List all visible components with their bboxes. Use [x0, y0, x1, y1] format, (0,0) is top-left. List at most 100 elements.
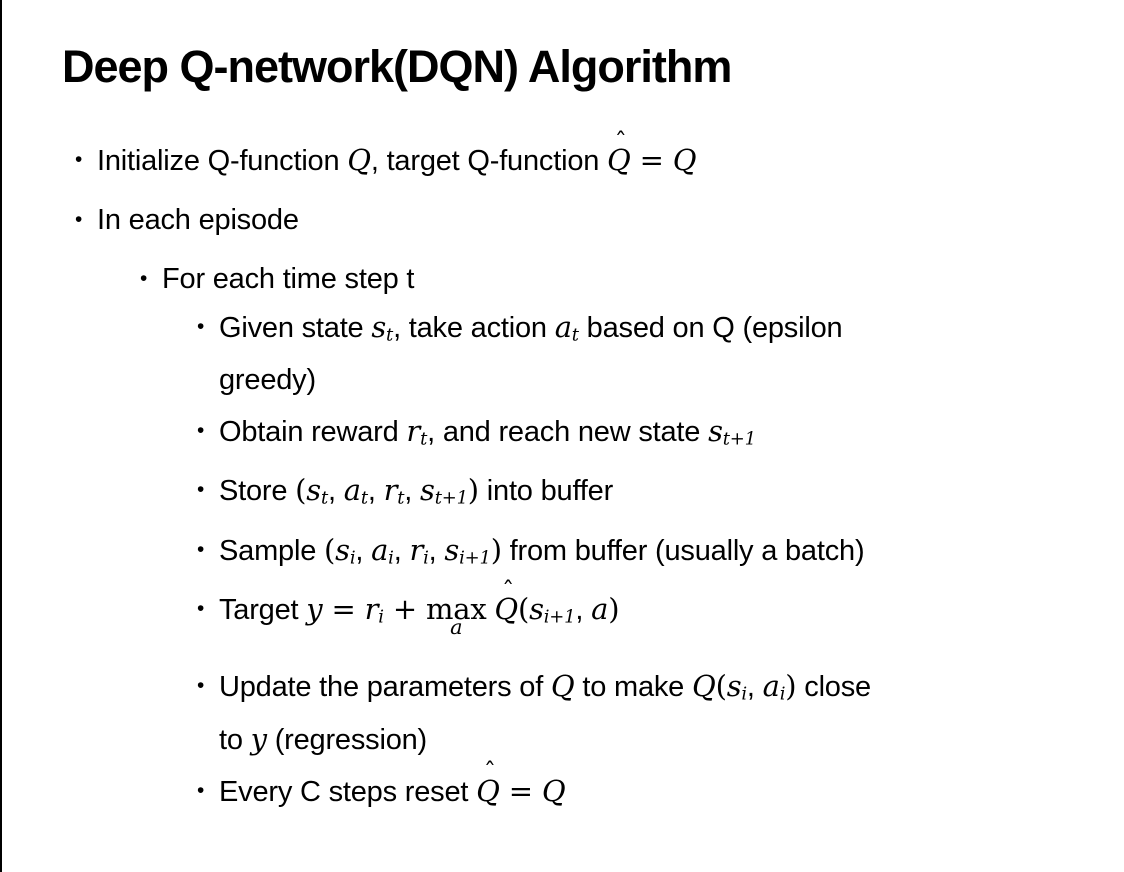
bullet-item: • Update the parameters of Q to make Q(si… — [197, 664, 1124, 762]
math-segment: Q — [347, 143, 371, 177]
math-segment: y — [250, 721, 267, 756]
math-subscript: t+1 — [722, 428, 756, 450]
math-subscript: i — [349, 547, 356, 569]
text-segment: Update the parameters of — [219, 670, 551, 703]
math-segment: Q — [550, 668, 575, 703]
math-segment: ( — [295, 473, 307, 508]
text-segment: to make — [574, 670, 692, 703]
bullet-marker: • — [197, 478, 205, 502]
text-segment: , — [575, 594, 592, 627]
math-segment: y — [306, 592, 323, 627]
bullet-marker: • — [197, 778, 205, 802]
text-segment: , — [428, 534, 445, 567]
bullet-marker: • — [197, 673, 205, 697]
math-subscript: i — [388, 547, 394, 569]
math-segment: r — [364, 592, 379, 627]
math-segment: s — [529, 592, 544, 627]
text-segment: Initialize Q-function — [97, 145, 348, 177]
bullet-marker: • — [75, 148, 83, 171]
text-segment: In each episode — [97, 204, 299, 236]
math-segment: Q — [672, 143, 697, 177]
text-segment: , — [404, 475, 420, 508]
math-subscript: t+1 — [434, 487, 468, 509]
bullet-text: Store (st, at, rt, st+1) into buffer — [219, 468, 613, 521]
math-segment: a — [591, 592, 609, 627]
math-subscript: t — [571, 324, 579, 346]
bullet-text: Sample (si, ai, ri, si+1) from buffer (u… — [219, 528, 865, 581]
bullet-item: •Given state st, take action at based on… — [197, 305, 1124, 402]
text-segment: Store — [219, 475, 296, 508]
math-segment: a — [554, 310, 572, 344]
math-subscript: i — [741, 683, 747, 705]
math-segment: ) — [785, 668, 797, 703]
math-segment: ( — [517, 592, 530, 627]
math-segment: r — [409, 532, 424, 567]
math-segment: r — [406, 413, 421, 448]
math-segment: s — [420, 473, 435, 508]
operator-underscript: a — [450, 615, 463, 640]
math-segment: ( — [324, 532, 336, 567]
math-segment: = — [630, 143, 673, 177]
math-variable: Q — [476, 773, 500, 808]
math-subscript: t — [320, 487, 329, 509]
slide-title: Deep Q-network(DQN) Algorithm — [62, 41, 732, 92]
bullet-item: • In each episode — [75, 198, 1124, 242]
bullet-marker: • — [75, 208, 83, 231]
math-subscript: i+1 — [543, 606, 576, 628]
bullet-item: •Obtain reward rt, and reach new state s… — [197, 409, 1124, 462]
math-segment: Q — [691, 668, 716, 703]
bullet-text: Initialize Q-function Q, target Q-functi… — [97, 129, 697, 183]
bullet-item: • Initialize Q-function Q, target Q-funct… — [75, 129, 1124, 183]
math-segment: ( — [715, 668, 727, 703]
text-segment: based on Q (epsilon — [578, 312, 843, 344]
circumflex-accent: ˆ — [501, 576, 515, 605]
math-segment: s — [708, 413, 723, 448]
text-segment: , and reach new state — [427, 415, 709, 448]
bullet-item: • Sample (si, ai, ri, si+1) from buffer (… — [197, 528, 1124, 581]
math-segment: s — [444, 532, 460, 567]
math-segment: s — [371, 310, 387, 344]
math-segment: + — [383, 592, 426, 627]
circumflex-accent: ˆ — [483, 757, 496, 787]
bullet-marker: • — [197, 597, 205, 621]
math-segment: a — [762, 668, 780, 703]
bullet-text: For each time step t — [162, 257, 414, 301]
bullet-marker: • — [197, 315, 205, 338]
math-segment: Q — [541, 773, 566, 808]
bullet-text: Update the parameters of Q to make Q(si,… — [219, 664, 871, 762]
text-segment: greedy) — [219, 363, 316, 396]
math-subscript: i — [378, 606, 384, 628]
slide-left-border — [0, 0, 2, 872]
text-segment: Every C steps reset — [219, 775, 477, 808]
text-segment: Given state — [219, 312, 372, 344]
text-segment: Target — [219, 594, 307, 627]
math-subscript: t — [420, 428, 428, 450]
text-segment: , — [367, 475, 384, 508]
text-segment: to — [219, 723, 251, 756]
bullet-text: In each episode — [97, 198, 299, 242]
bullet-marker: • — [197, 537, 205, 561]
math-segment: ) — [608, 592, 620, 627]
text-segment: , take action — [393, 312, 555, 344]
circumflex-accent: ˆ — [614, 126, 627, 156]
text-segment: (regression) — [266, 723, 428, 756]
text-segment: into buffer — [478, 475, 614, 508]
math-segment: = — [499, 773, 542, 808]
math-subscript: i+1 — [459, 547, 491, 569]
bullet-list: • Initialize Q-function Q, target Q-funct… — [0, 129, 1124, 814]
math-segment: a — [371, 532, 389, 567]
bullet-text: Obtain reward rt, and reach new state st… — [219, 409, 756, 462]
text-segment: from buffer (usually a batch) — [501, 534, 865, 567]
text-segment: , — [746, 670, 763, 703]
math-segment: s — [335, 532, 350, 567]
math-segment: ) — [467, 473, 479, 508]
math-subscript: t — [397, 487, 405, 509]
